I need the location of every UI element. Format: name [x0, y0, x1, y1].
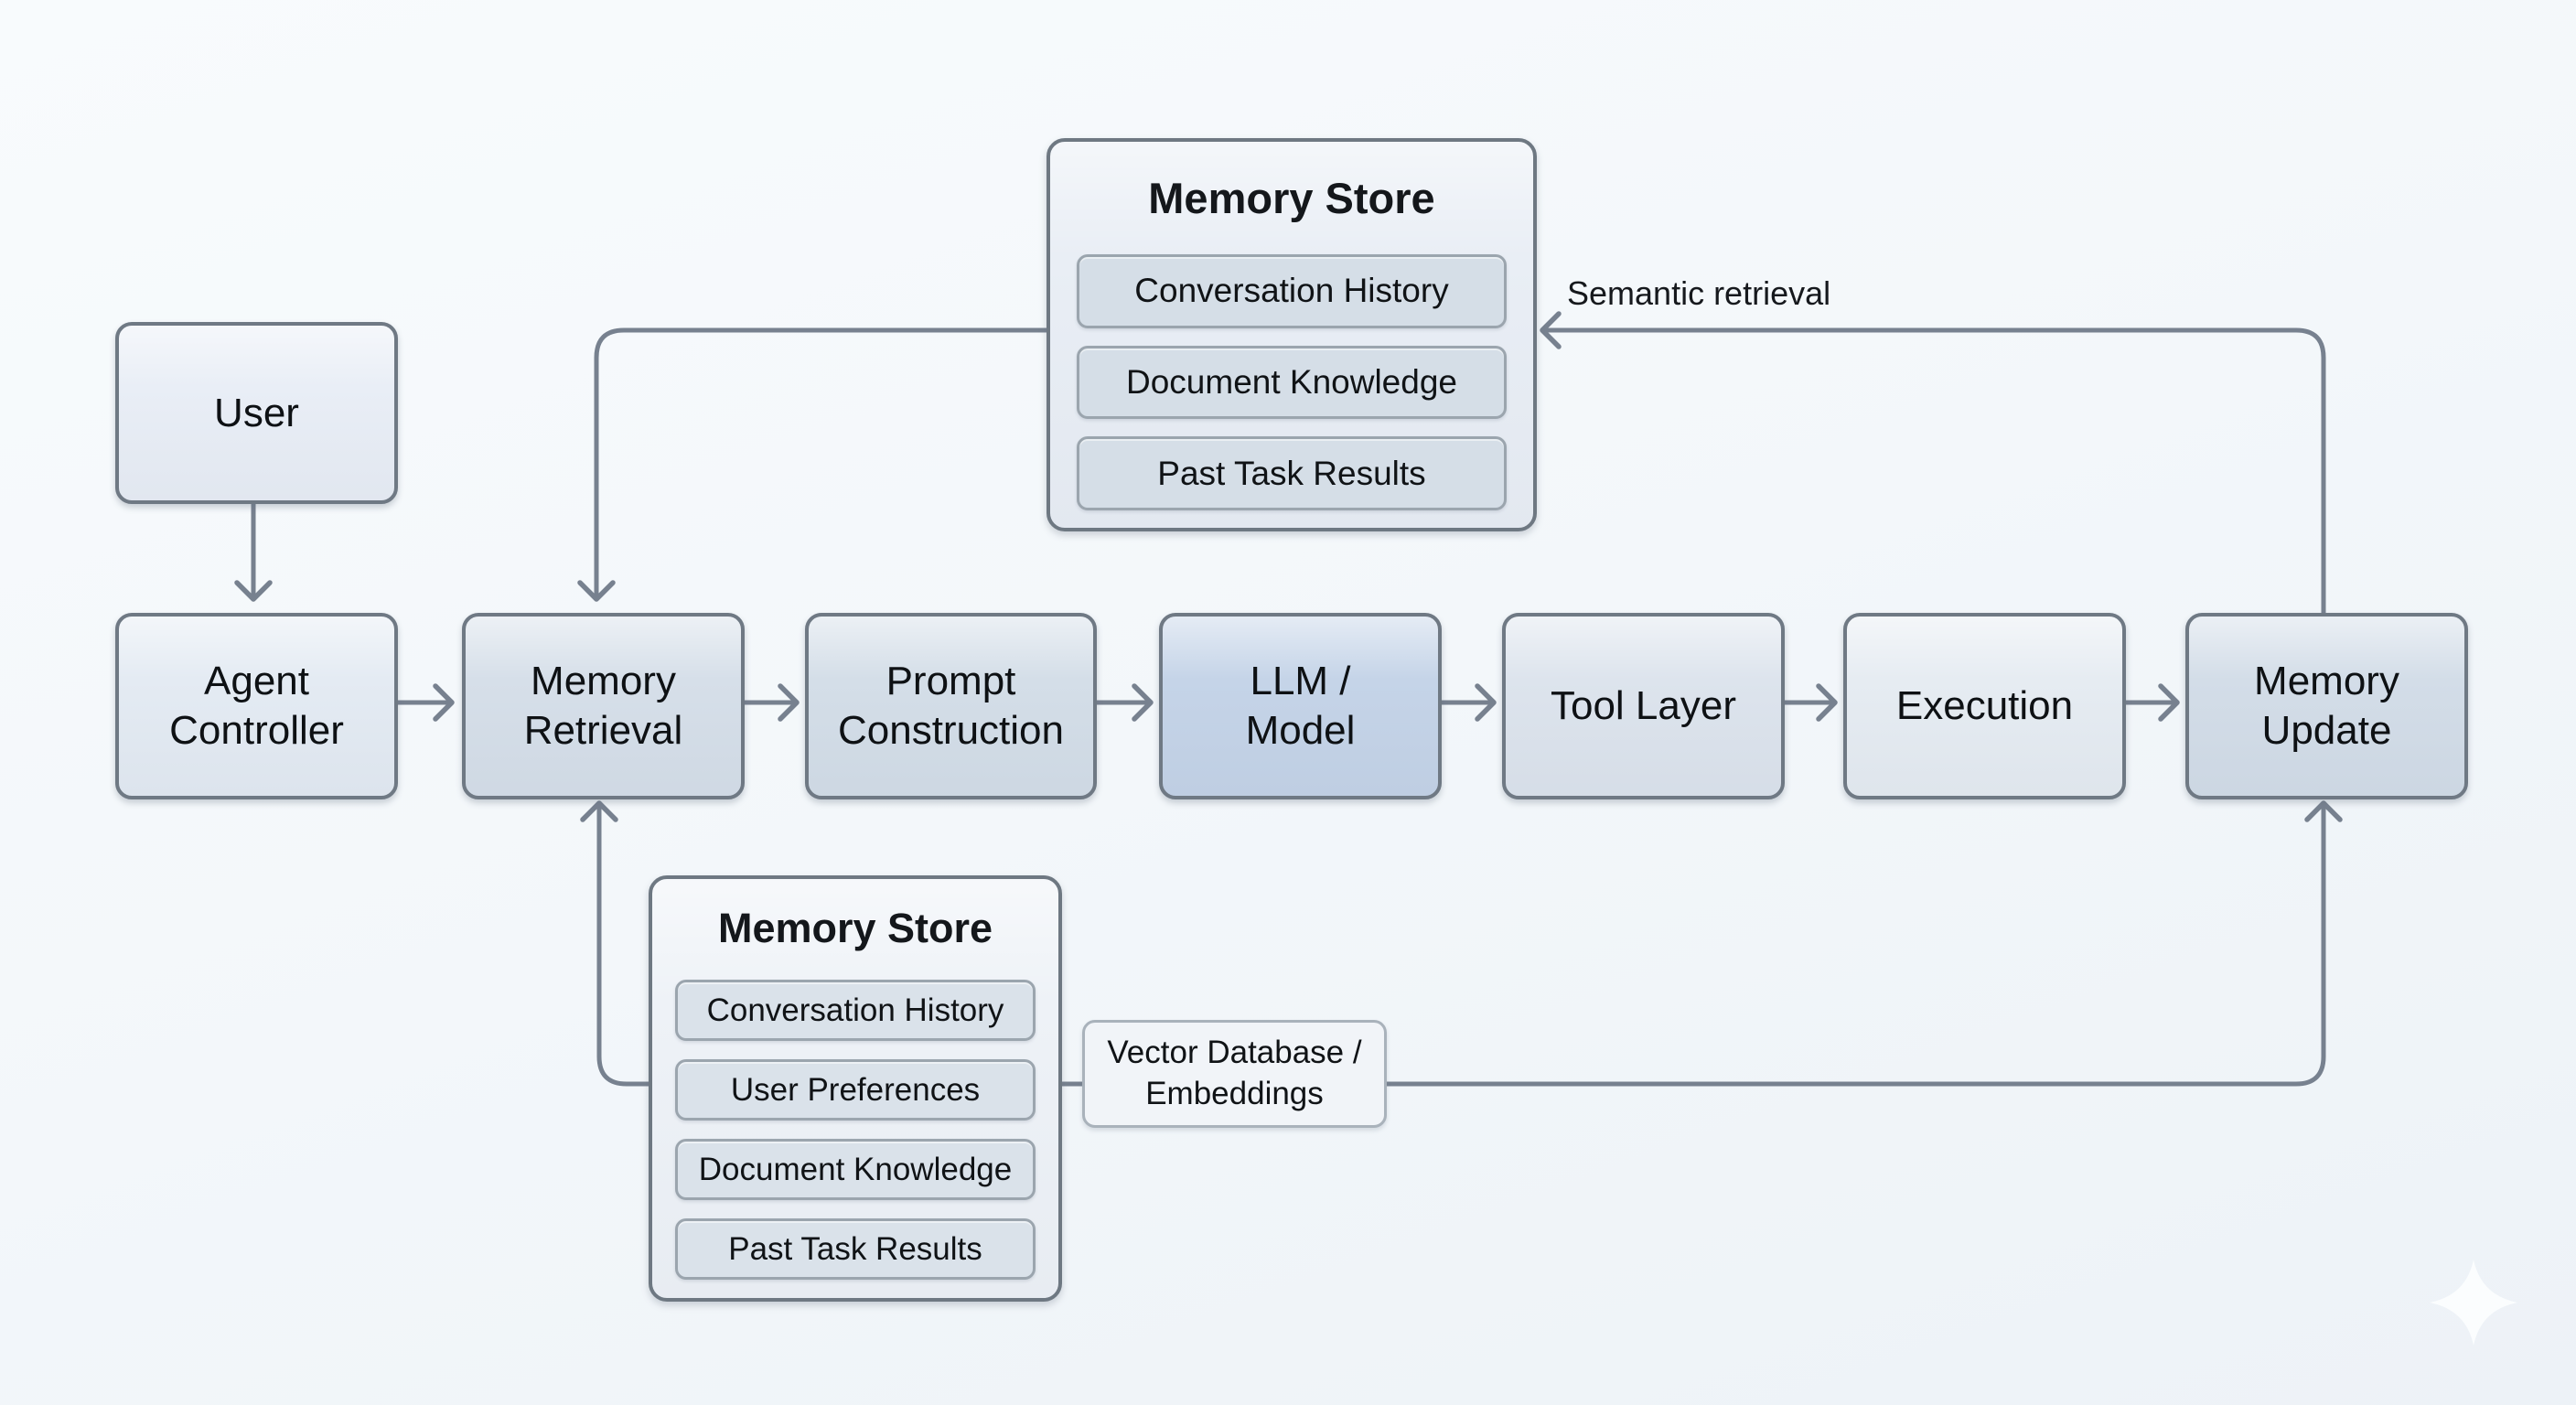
memory-store-bottom-item-label: Conversation History — [706, 992, 1004, 1028]
node-execution: Execution — [1843, 613, 2126, 799]
node-llm-model: LLM / Model — [1159, 613, 1442, 799]
memory-store-top-item-conversation-history: Conversation History — [1077, 254, 1507, 328]
memory-store-bottom-item-document-knowledge: Document Knowledge — [675, 1139, 1036, 1200]
arrow-memory-update-to-memory-store-semantic-retrieval — [1540, 311, 2326, 616]
memory-store-top-item-label: Past Task Results — [1157, 454, 1426, 492]
node-prompt-construction-label: Prompt Construction — [837, 659, 1064, 753]
memory-store-bottom-item-conversation-history: Conversation History — [675, 980, 1036, 1041]
memory-store-top-item-document-knowledge: Document Knowledge — [1077, 345, 1507, 420]
node-vector-database-label: Vector Database / Embeddings — [1107, 1035, 1362, 1111]
memory-store-bottom-item-user-preferences: User Preferences — [675, 1059, 1036, 1121]
memory-store-bottom-item-past-task-results: Past Task Results — [675, 1218, 1036, 1280]
node-agent-controller: Agent Controller — [115, 613, 398, 799]
node-tool-layer-label: Tool Layer — [1550, 683, 1736, 729]
memory-store-top-item-past-task-results: Past Task Results — [1077, 436, 1507, 511]
memory-store-top-title: Memory Store — [1148, 174, 1435, 222]
memory-store-bottom-item-label: User Preferences — [730, 1071, 981, 1108]
node-vector-database: Vector Database / Embeddings — [1082, 1020, 1387, 1128]
node-execution-label: Execution — [1895, 683, 2074, 729]
node-agent-controller-label: Agent Controller — [169, 659, 344, 753]
memory-store-top-item-label: Conversation History — [1134, 272, 1449, 310]
node-tool-layer: Tool Layer — [1502, 613, 1785, 799]
memory-store-bottom-title: Memory Store — [717, 905, 993, 951]
node-user: User — [115, 322, 398, 504]
arrow-memory-store-to-memory-retrieval — [577, 327, 1049, 602]
node-user-label: User — [214, 390, 299, 435]
arrow-bottom-memory-store-to-memory-retrieval — [580, 800, 651, 1087]
node-memory-retrieval-label: Memory Retrieval — [523, 659, 683, 753]
node-memory-update: Memory Update — [2185, 613, 2468, 799]
memory-store-top: Memory Store Conversation History Docume… — [1046, 138, 1537, 531]
node-memory-retrieval: Memory Retrieval — [462, 613, 745, 799]
node-prompt-construction: Prompt Construction — [805, 613, 1097, 799]
node-llm-model-label: LLM / Model — [1245, 659, 1356, 753]
memory-store-bottom: Memory Store Conversation History User P… — [649, 875, 1062, 1302]
memory-store-bottom-item-label: Past Task Results — [728, 1230, 982, 1267]
memory-store-bottom-item-label: Document Knowledge — [698, 1151, 1013, 1187]
memory-store-top-item-label: Document Knowledge — [1126, 363, 1457, 401]
arrow-vector-database-to-memory-update — [1052, 800, 2343, 1087]
node-memory-update-label: Memory Update — [2254, 659, 2399, 753]
semantic-retrieval-label: Semantic retrieval — [1567, 274, 1831, 312]
